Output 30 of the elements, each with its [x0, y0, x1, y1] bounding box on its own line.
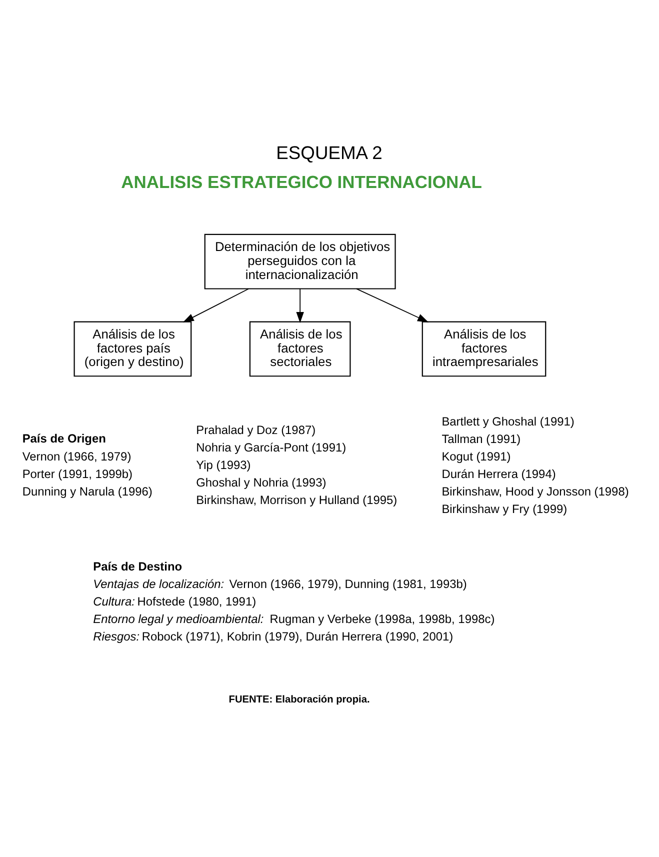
label: Ventajas de localización: Vernon (1966, 1979), Dunning (1981, 1993b)	[93, 576, 467, 591]
node-label: Bartlett y Ghoshal (1991)	[442, 414, 574, 428]
arrow	[356, 288, 429, 322]
node-box: Determinación de los objetivos perseguidos con la internacionalización	[204, 233, 396, 289]
node-label: Ghoshal y Nohria (1993)	[196, 474, 326, 489]
node-label: Tallman (1991)	[442, 432, 521, 446]
node-label: Yip (1993)	[196, 457, 251, 472]
node-label: Porter (1991, 1999b)	[22, 466, 132, 481]
node-box: Análisis de los factores país (origen y destino)	[74, 320, 192, 376]
caption: FUENTE: Elaboración propia.	[228, 694, 370, 705]
label: ANALISIS ESTRATEGICO INTERNACIONAL	[121, 172, 482, 192]
arrow	[182, 288, 249, 322]
node-label: Dunning y Narula (1996)	[22, 484, 152, 498]
node-label: Prahalad y Doz (1987)	[196, 422, 316, 436]
node-label: Kogut (1991)	[442, 449, 511, 464]
label: Entorno legal y medioambiental: Rugman y Verbeke (1998a, 1998b, 1998c)	[93, 611, 495, 626]
node-label: Birkinshaw, Hood y Jonsson (1998)	[442, 484, 629, 498]
node-label: País de Origen	[22, 430, 106, 445]
diagram-title: ESQUEMA 2	[276, 142, 382, 163]
label: Cultura: Hofstede (1980, 1991)	[93, 594, 256, 608]
label: País de Destino	[93, 559, 182, 574]
node-label: Durán Herrera (1994)	[442, 466, 556, 481]
node-box: Análisis de los factores sectoriales	[249, 320, 351, 376]
arrow	[296, 288, 304, 323]
node-label: Birkinshaw y Fry (1999)	[442, 502, 568, 516]
label: Riesgos: Robock (1971), Kobrin (1979), Durán Herrera (1990, 2001)	[93, 628, 454, 643]
node-box: Análisis de los factores intraempresariales	[422, 320, 546, 376]
node-label: Vernon (1966, 1979)	[22, 449, 132, 464]
node-label: Birkinshaw, Morrison y Hulland (1995)	[196, 492, 398, 506]
node-label: Nohria y García-Pont (1991)	[196, 440, 346, 454]
